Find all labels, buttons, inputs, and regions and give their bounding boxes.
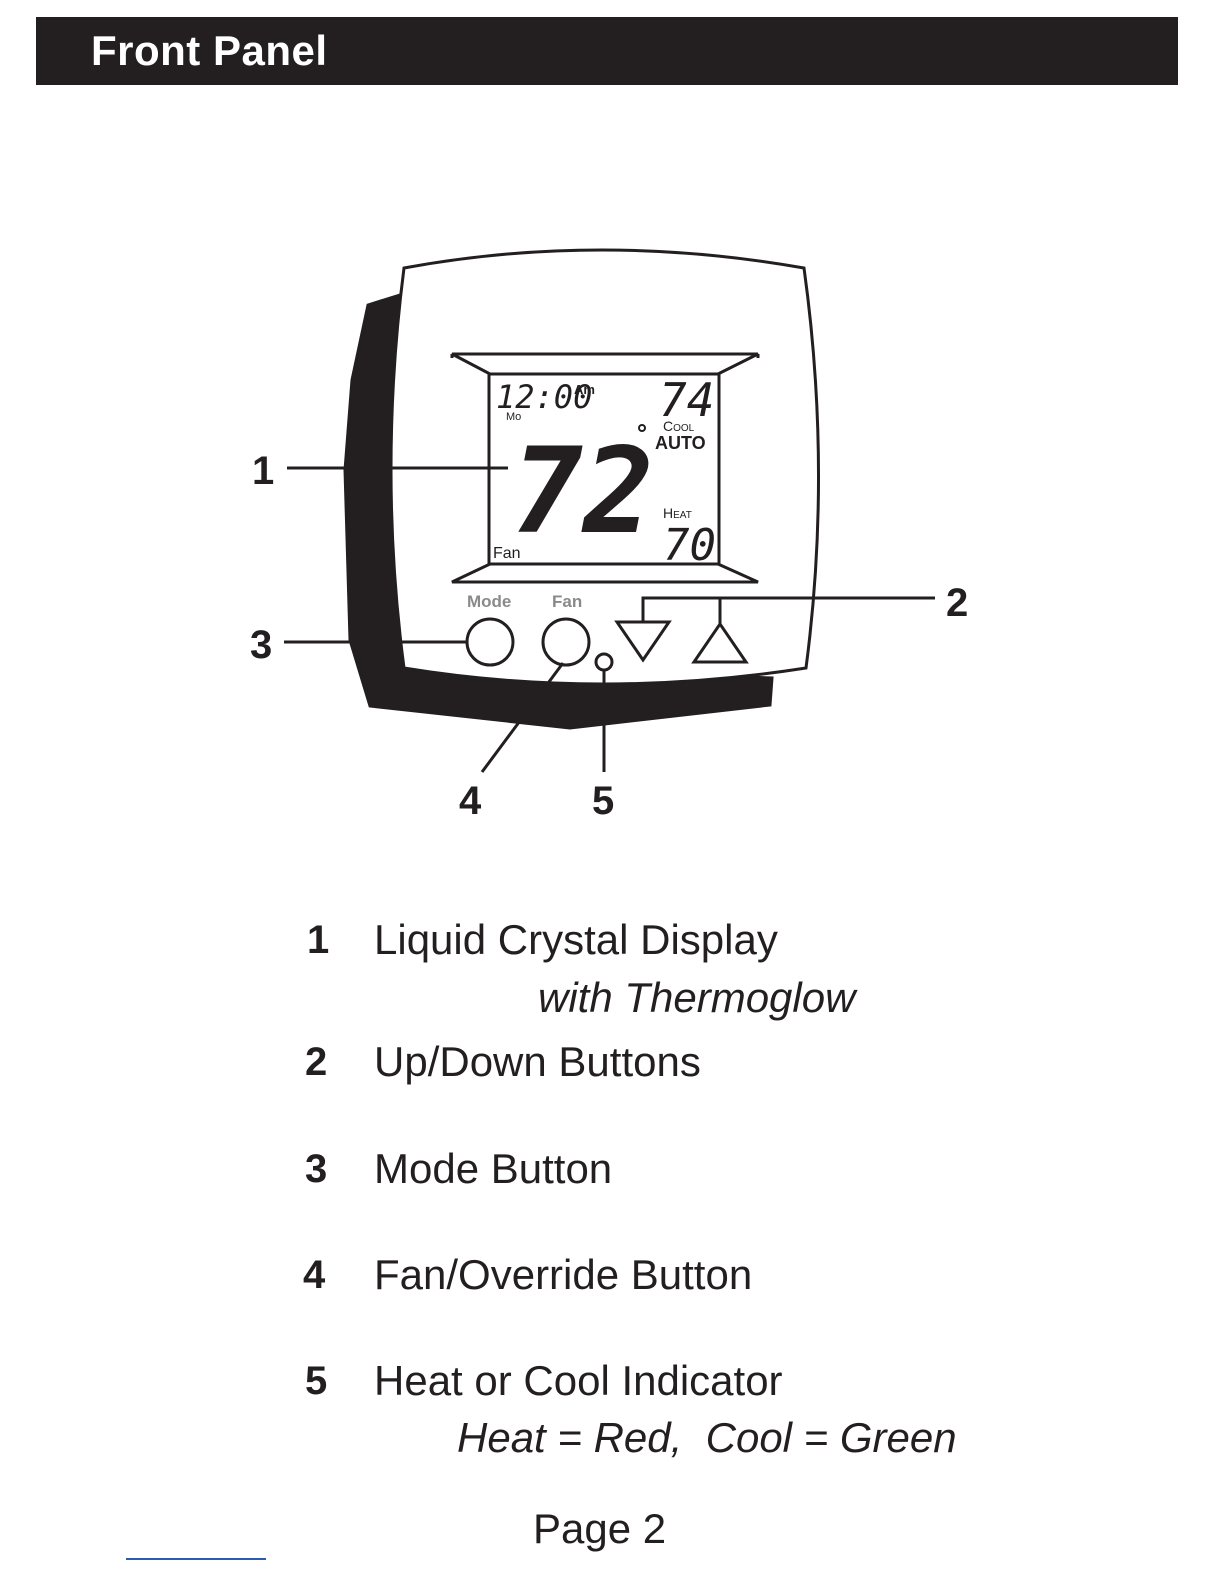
lcd-cool-label: Cool [663,418,695,434]
legend-sub-5: Heat = Red, Cool = Green [457,1414,957,1462]
legend-text-2: Up/Down Buttons [374,1038,701,1086]
legend-text-3: Mode Button [374,1145,612,1193]
lcd-current-temp: 72 [512,422,654,560]
legend-text-1: Liquid Crystal Display [374,916,778,964]
callout-1: 1 [252,449,274,493]
mode-button-label: Mode [467,592,511,611]
legend-number-2: 2 [305,1040,327,1085]
legend-sub-1: with Thermoglow [538,974,855,1022]
mode-button[interactable] [467,619,513,665]
legend-number-4: 4 [303,1253,325,1298]
lcd-fan-label: Fan [493,545,521,562]
heat-cool-indicator [596,654,612,670]
thermostat-diagram: 12:00 Am Mo 74 Cool AUTO 72 Heat 70 Fan … [0,0,1224,880]
lcd-bezel-top [452,354,758,374]
fan-button-label: Fan [552,592,582,611]
callout-4: 4 [459,779,482,823]
lcd-mode: AUTO [655,433,706,453]
legend-text-4: Fan/Override Button [374,1251,752,1299]
legend-number-1: 1 [307,918,329,963]
footer-rule [126,1558,266,1560]
callout-5: 5 [592,779,614,823]
fan-button[interactable] [543,619,589,665]
callout-3: 3 [250,623,272,667]
lcd-heat-setpoint: 70 [663,520,716,571]
legend-number-3: 3 [305,1147,327,1192]
callout-2: 2 [946,581,968,625]
page-number: Page 2 [533,1505,666,1553]
legend-number-5: 5 [305,1359,327,1404]
lcd-heat-label: Heat [663,505,692,521]
legend-text-5: Heat or Cool Indicator [374,1357,783,1405]
lcd-ampm: Am [574,382,595,397]
